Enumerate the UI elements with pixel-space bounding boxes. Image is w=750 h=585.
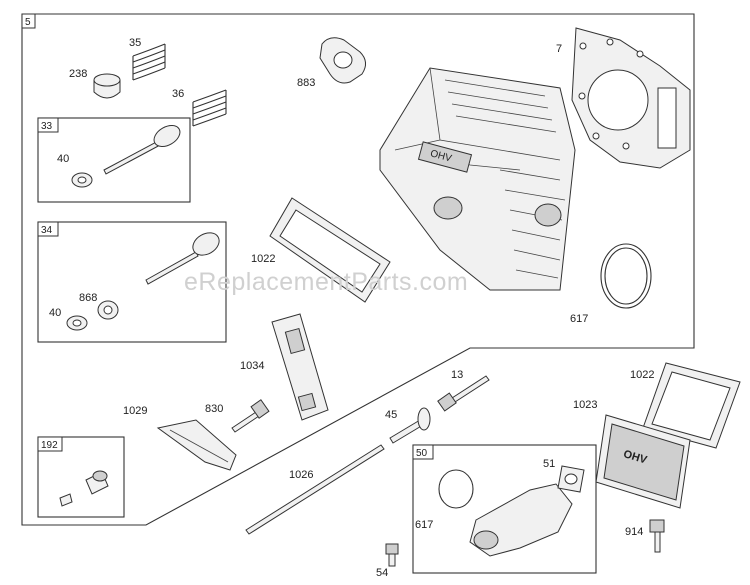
label-914: 914 xyxy=(625,526,643,538)
label-830: 830 xyxy=(205,403,223,415)
part-868-seat xyxy=(97,300,119,320)
part-35-valve-spring xyxy=(132,43,166,81)
subassembly-box-34-tag xyxy=(37,221,59,237)
part-34-valve xyxy=(145,232,220,285)
label-1022-right: 1022 xyxy=(630,369,654,381)
subassembly-box-192-tag xyxy=(37,436,63,452)
subassembly-box-192 xyxy=(37,436,125,518)
label-1022-top: 1022 xyxy=(251,253,275,265)
part-cylinder-head: OHV xyxy=(379,67,576,291)
label-617-top: 617 xyxy=(570,313,588,325)
part-617-o-ring xyxy=(600,243,652,309)
section-number-box xyxy=(21,13,36,29)
label-1034: 1034 xyxy=(240,360,264,372)
part-36-valve-spring xyxy=(192,89,227,127)
part-1023-valve-cover: OHV xyxy=(595,414,691,509)
part-40-seal-top xyxy=(71,172,93,188)
label-617-bottom: 617 xyxy=(415,519,433,531)
label-868: 868 xyxy=(79,292,97,304)
label-45: 45 xyxy=(385,409,397,421)
label-36: 36 xyxy=(172,88,184,100)
subassembly-box-33-label: 33 xyxy=(41,121,53,132)
label-1023: 1023 xyxy=(573,399,597,411)
section-number: 5 xyxy=(25,17,31,28)
label-40-top: 40 xyxy=(57,153,69,165)
label-51: 51 xyxy=(543,458,555,470)
label-1029: 1029 xyxy=(123,405,147,417)
label-7: 7 xyxy=(556,43,562,55)
part-7-head-gasket xyxy=(571,27,691,169)
label-13: 13 xyxy=(451,369,463,381)
part-1022-cover-gasket xyxy=(642,362,741,449)
part-1022-rocker-gasket xyxy=(269,197,391,303)
section-outline xyxy=(21,13,695,526)
part-830-stud xyxy=(231,399,270,433)
part-238-valve-cap xyxy=(93,73,121,99)
part-40-seal-bottom xyxy=(66,315,88,331)
part-50-intake xyxy=(438,465,585,557)
label-238: 238 xyxy=(69,68,87,80)
label-54: 54 xyxy=(376,567,388,579)
part-54-screw xyxy=(385,543,399,567)
watermark: eReplacementParts.com xyxy=(184,268,468,296)
part-33-valve xyxy=(103,125,181,175)
subassembly-box-50 xyxy=(412,444,597,574)
subassembly-box-50-label: 50 xyxy=(416,448,428,459)
label-40-bottom: 40 xyxy=(49,307,61,319)
subassembly-box-33 xyxy=(37,117,191,203)
part-1026-pushrod xyxy=(245,444,385,535)
part-914-screw xyxy=(649,519,665,553)
part-883-gasket xyxy=(319,37,366,84)
subassembly-box-192-label: 192 xyxy=(41,440,58,451)
subassembly-box-34 xyxy=(37,221,227,343)
subassembly-box-50-tag xyxy=(412,444,434,460)
part-192-fitting xyxy=(59,470,109,507)
part-1034-breather xyxy=(271,313,329,421)
part-13-bolt xyxy=(437,375,490,412)
label-883: 883 xyxy=(297,77,315,89)
part-1029-rocker xyxy=(156,419,237,471)
subassembly-box-33-tag xyxy=(37,117,59,133)
label-1026: 1026 xyxy=(289,469,313,481)
subassembly-box-34-label: 34 xyxy=(41,225,53,236)
part-45-guide xyxy=(389,407,431,444)
label-35: 35 xyxy=(129,37,141,49)
